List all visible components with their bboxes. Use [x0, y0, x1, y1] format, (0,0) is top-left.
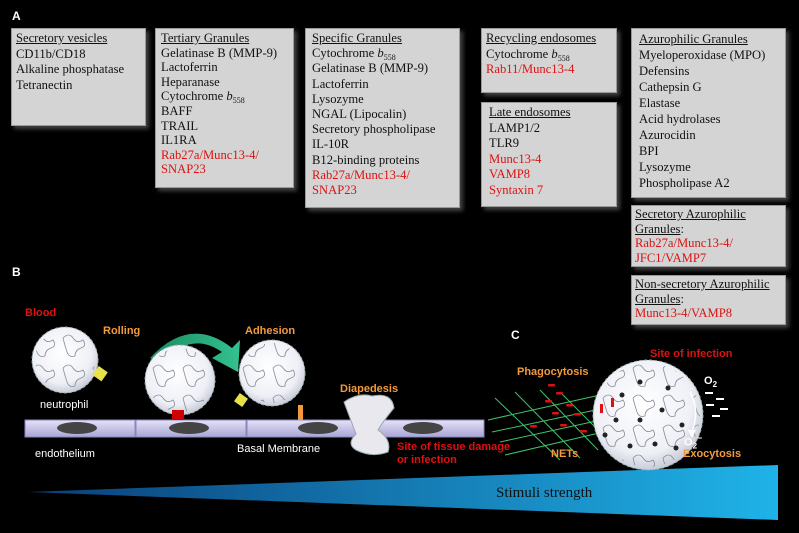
panel-c-letter: C	[511, 328, 520, 342]
box-item: Heparanase	[161, 74, 220, 89]
late-endosomes-box: Late endosomes LAMP1/2 TLR9 Munc13-4 VAM…	[481, 102, 617, 207]
specific-granules-box: Specific Granules Cytochrome b558 Gelati…	[305, 28, 460, 208]
box-title: Tertiary Granules	[161, 31, 250, 45]
box-item: Alkaline phosphatase	[16, 62, 125, 76]
rolling-label: Rolling	[103, 325, 141, 337]
o2-label: O2	[704, 375, 718, 389]
exocytosis-label: Exocytosis	[683, 448, 742, 460]
secretory-vesicles-box: Secretory vesicles CD11b/CD18 Alkaline p…	[11, 28, 146, 126]
box-item: Phospholipase A2	[639, 176, 730, 190]
box-item: IL1RA	[161, 133, 197, 148]
box-item-red: Munc13-4	[489, 151, 542, 166]
box-item-cytochrome: Cytochrome b558	[486, 46, 570, 63]
endothelium-bar	[24, 419, 485, 438]
box-item: Cathepsin G	[639, 80, 702, 94]
box-item: BPI	[639, 144, 659, 158]
phagocytosis-label: Phagocytosis	[517, 366, 589, 378]
box-item: CD11b/CD18	[16, 46, 86, 61]
box-item: TRAIL	[161, 118, 199, 133]
box-item: Lysozyme	[639, 160, 691, 174]
box-item: Lactoferrin	[161, 60, 218, 75]
box-item: Gelatinase B (MMP-9)	[161, 45, 278, 60]
basal-membrane-label: Basal Membrane	[237, 443, 321, 455]
superoxide-arrow	[688, 391, 697, 438]
box-item: Defensins	[639, 64, 690, 78]
box-item-red: SNAP23	[161, 162, 206, 177]
stimuli-strength-label: Stimuli strength	[496, 485, 593, 501]
bacteria-group	[530, 384, 587, 433]
box-item-red: Munc13-4/VAMP8	[635, 306, 733, 320]
superoxide-dashes	[705, 392, 728, 417]
box-title-2: Granules:	[635, 221, 684, 236]
box-title: Secretory Azurophilic	[635, 207, 746, 221]
box-title: Non-secretory Azurophilic	[635, 277, 770, 291]
site-tissue-damage-label: Site of tissue damage or infection	[397, 441, 511, 466]
box-item-red: SNAP23	[312, 183, 357, 198]
rolling-arrow	[150, 333, 240, 372]
box-item: Acid hydrolases	[639, 112, 721, 126]
box-item-cytochrome: Cytochrome b558	[161, 89, 245, 106]
box-item: B12-binding proteins	[312, 152, 420, 167]
box-item-red: Rab27a/Munc13-4/	[635, 236, 733, 250]
panel-b-letter: B	[12, 265, 21, 279]
recycling-endosomes-box: Recycling endosomes Cytochrome b558 Rab1…	[481, 28, 617, 93]
box-item: IL-10R	[312, 137, 350, 152]
box-item: Lactoferrin	[312, 76, 369, 91]
neutrophil-cell	[31, 326, 108, 394]
adhering-neutrophil-cell	[234, 339, 306, 420]
stimuli-gradient	[28, 465, 778, 520]
neutrophil-label: neutrophil	[40, 399, 89, 411]
diapedesis-label: Diapedesis	[340, 383, 399, 395]
box-item: TLR9	[489, 136, 520, 150]
box-item: Lysozyme	[312, 91, 364, 106]
box-item-red: Syntaxin 7	[489, 182, 544, 197]
nets-label: NETs	[551, 448, 579, 460]
adhesion-label: Adhesion	[245, 325, 296, 337]
box-item: NGAL (Lipocalin)	[312, 107, 407, 122]
site-of-infection-label: Site of infection	[650, 348, 733, 360]
tertiary-granules-box: Tertiary Granules Gelatinase B (MMP-9) L…	[155, 28, 294, 188]
box-title: Azurophilic Granules	[639, 32, 748, 46]
box-item: Myeloperoxidase (MPO)	[639, 48, 766, 62]
box-item-cytochrome: Cytochrome b558	[312, 46, 396, 63]
box-item-red: Rab27a/Munc13-4/	[312, 167, 410, 182]
box-title: Recycling endosomes	[486, 31, 597, 45]
box-item-red: Rab11/Munc13-4	[486, 62, 575, 76]
box-title: Specific Granules	[312, 31, 402, 45]
box-item-red: VAMP8	[489, 167, 531, 181]
box-title-2: Granules:	[635, 291, 684, 306]
endothelium-label: endothelium	[35, 448, 95, 460]
box-item: Secretory phospholipase	[312, 122, 436, 137]
box-item-red: JFC1/VAMP7	[635, 250, 707, 265]
panel-a-letter: A	[12, 9, 21, 23]
blood-label: Blood	[25, 307, 57, 319]
box-title: Late endosomes	[489, 105, 571, 119]
azurophilic-granules-box: Azurophilic Granules Myeloperoxidase (MP…	[631, 28, 786, 198]
box-item: Tetranectin	[16, 77, 73, 92]
nonsecretory-azurophilic-box: Non-secretory Azurophilic Granules: Munc…	[631, 275, 786, 325]
box-title: Secretory vesicles	[16, 31, 108, 45]
rolling-neutrophil-cell	[144, 344, 216, 420]
box-item: Gelatinase B (MMP-9)	[312, 61, 429, 76]
box-item: BAFF	[161, 103, 193, 118]
box-item: Elastase	[639, 96, 681, 110]
infected-neutrophil-cell	[592, 359, 704, 471]
diapedesis-cell	[343, 394, 395, 456]
superoxide-label: O2−	[684, 433, 703, 451]
secretory-azurophilic-box: Secretory Azurophilic Granules: Rab27a/M…	[631, 205, 786, 267]
box-item: LAMP1/2	[489, 120, 541, 135]
box-item-red: Rab27a/Munc13-4/	[161, 147, 259, 162]
box-item: Azurocidin	[639, 128, 696, 142]
